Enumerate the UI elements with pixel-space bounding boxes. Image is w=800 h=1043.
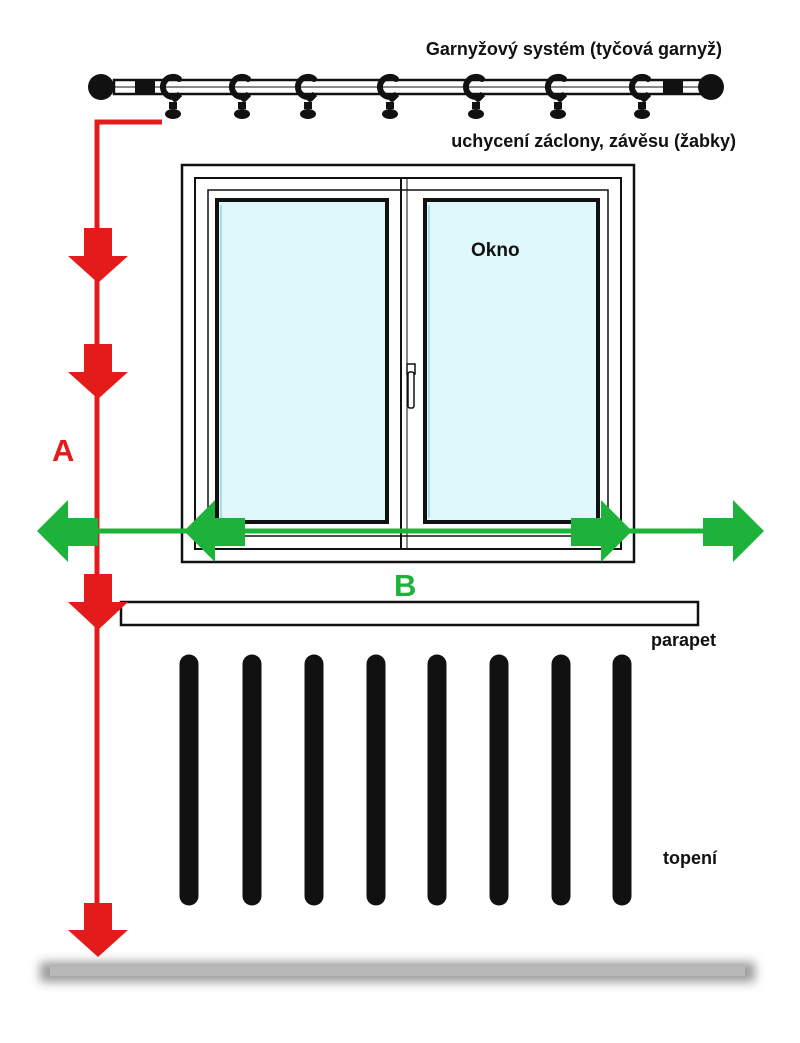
right-finial-icon bbox=[698, 74, 724, 100]
curtain-hooks-label: uchycení záclony, závěsu (žabky) bbox=[451, 131, 736, 151]
window bbox=[180, 163, 636, 564]
sill-label: parapet bbox=[651, 630, 716, 650]
height-measurement-arrow bbox=[68, 119, 162, 957]
width-dimension-label: B bbox=[394, 568, 416, 603]
radiator-label: topení bbox=[663, 848, 718, 868]
width-measurement-arrow bbox=[37, 500, 764, 562]
floor-shadow bbox=[40, 962, 755, 982]
height-dimension-label: A bbox=[52, 433, 74, 468]
window-handle-icon bbox=[406, 363, 416, 409]
rod-system-label: Garnyžový systém (tyčová garnyž) bbox=[426, 39, 722, 59]
curtain-rod bbox=[112, 78, 708, 96]
left-window-pane bbox=[215, 198, 389, 524]
right-window-pane bbox=[423, 198, 600, 524]
left-finial-icon bbox=[88, 74, 114, 100]
radiator bbox=[179, 654, 632, 906]
window-label: Okno bbox=[471, 240, 520, 261]
window-sill bbox=[119, 600, 700, 627]
